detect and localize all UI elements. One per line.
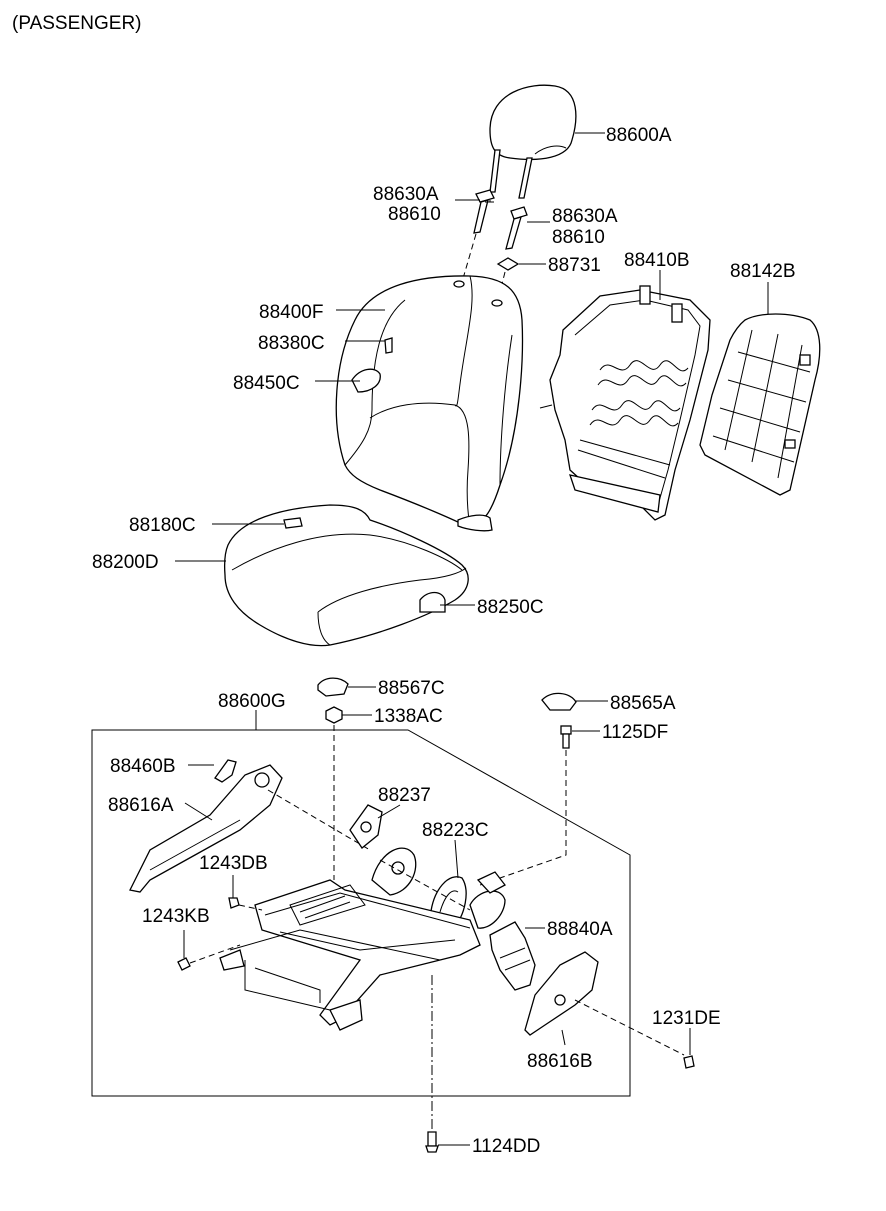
leader-88616B: [561, 1029, 566, 1046]
pad-88450C[interactable]: [351, 368, 381, 393]
label-88380C[interactable]: 88380C: [258, 333, 325, 354]
back-board-88142B[interactable]: [699, 313, 821, 496]
side-cover-88616A[interactable]: [129, 764, 283, 893]
diagram-title: (PASSENGER): [12, 13, 142, 34]
cover-88565A[interactable]: [541, 692, 577, 711]
leader-88616A: [184, 802, 213, 821]
label-88410B[interactable]: 88410B: [624, 250, 690, 271]
label-88400F[interactable]: 88400F: [259, 302, 323, 323]
label-88840A[interactable]: 88840A: [547, 919, 613, 940]
label-88250C[interactable]: 88250C: [477, 597, 544, 618]
label-1243KB[interactable]: 1243KB: [142, 906, 210, 927]
label-1243DB[interactable]: 1243DB: [199, 853, 268, 874]
label-88616B[interactable]: 88616B: [527, 1051, 593, 1072]
bolt-1124DD[interactable]: [425, 1131, 439, 1153]
nut-1338AC[interactable]: [325, 706, 343, 724]
tag-88380C[interactable]: [384, 337, 393, 354]
spring-plate[interactable]: [371, 847, 417, 896]
cover-88567C[interactable]: [317, 677, 349, 697]
label-1125DF[interactable]: 1125DF: [602, 722, 668, 743]
lever-88460B[interactable]: [214, 759, 237, 783]
label-88565A[interactable]: 88565A: [610, 693, 676, 714]
label-88567C[interactable]: 88567C: [378, 678, 445, 699]
motor-88840A[interactable]: [489, 921, 536, 991]
bolt-1231DE[interactable]: [683, 1055, 695, 1069]
label-88616A[interactable]: 88616A: [108, 795, 174, 816]
side-cover-88616B[interactable]: [524, 951, 599, 1036]
label-88600G[interactable]: 88600G: [218, 691, 286, 712]
recliner-88237[interactable]: [349, 804, 383, 849]
headrest-88600A[interactable]: [489, 84, 577, 199]
bolt-1125DF[interactable]: [560, 725, 572, 749]
label-88610-2[interactable]: 88610: [552, 227, 605, 248]
leader-88223C: [454, 839, 459, 879]
label-88200D[interactable]: 88200D: [92, 552, 159, 573]
label-1124DD[interactable]: 1124DD: [472, 1136, 540, 1157]
bolt-1243KB[interactable]: [177, 957, 191, 971]
label-1338AC[interactable]: 1338AC: [374, 706, 443, 727]
label-88460B[interactable]: 88460B: [110, 756, 176, 777]
label-88630A-1[interactable]: 88630A: [373, 184, 439, 205]
guide-clip-88731[interactable]: [496, 257, 520, 271]
seatback-cover-88400F[interactable]: [335, 275, 524, 532]
cushion-cover-88200D[interactable]: [223, 504, 469, 647]
label-88630A-2[interactable]: 88630A: [552, 206, 618, 227]
headrest-guide-left[interactable]: [473, 189, 495, 234]
seat-track-frame[interactable]: [219, 871, 506, 1031]
label-88142B[interactable]: 88142B: [730, 261, 796, 282]
label-88450C[interactable]: 88450C: [233, 373, 300, 394]
leader-88237: [377, 804, 401, 819]
bolt-1243DB[interactable]: [228, 897, 240, 909]
label-1231DE[interactable]: 1231DE: [652, 1008, 721, 1029]
label-88180C[interactable]: 88180C: [129, 515, 196, 536]
seatback-frame-88410B[interactable]: [539, 285, 711, 521]
headrest-guide-right[interactable]: [505, 206, 528, 250]
label-88237[interactable]: 88237: [378, 785, 431, 806]
label-88223C[interactable]: 88223C: [422, 820, 489, 841]
label-88610-1[interactable]: 88610: [388, 204, 441, 225]
label-88731[interactable]: 88731: [548, 255, 601, 276]
assembly-box-88600G: [91, 729, 631, 1097]
label-88600A[interactable]: 88600A: [606, 125, 672, 146]
